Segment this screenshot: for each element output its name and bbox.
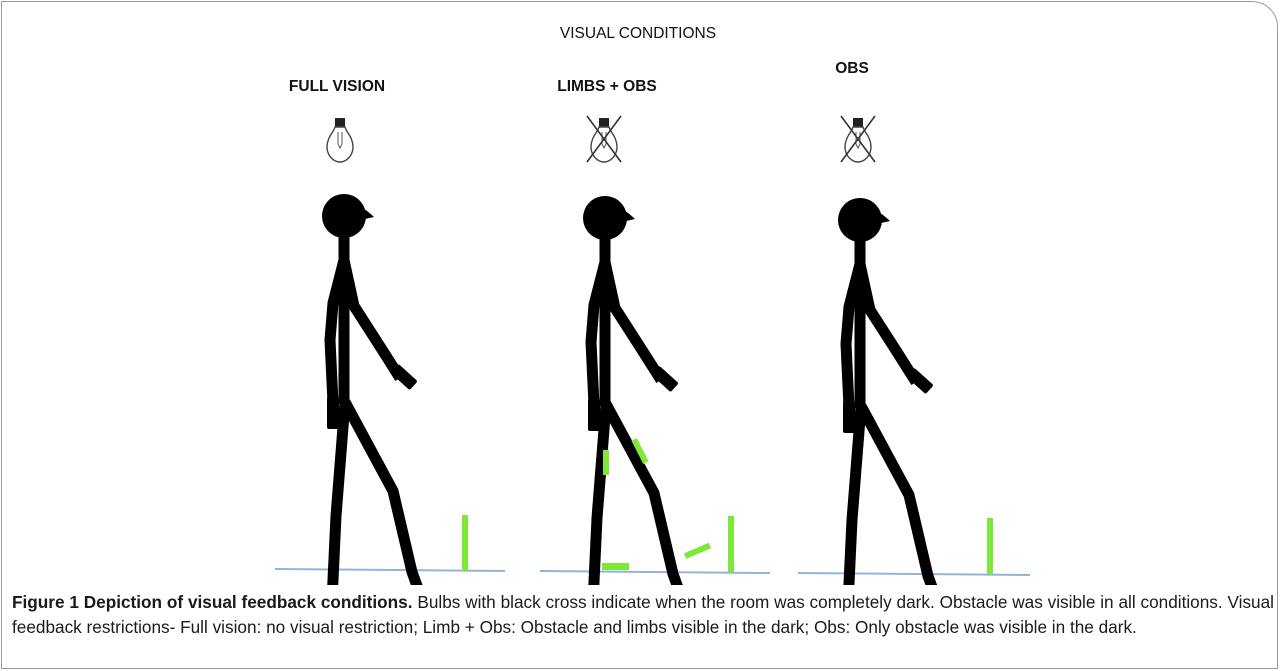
crossed-bulb-icon — [840, 115, 876, 163]
obstacle-obs — [987, 518, 993, 574]
crossed-bulb-icon — [586, 115, 622, 163]
ground-line — [539, 570, 771, 574]
figure-header: VISUAL CONDITIONS — [560, 25, 716, 42]
condition-label-full-vision: FULL VISION — [289, 78, 385, 95]
condition-label-limbs-obs: LIMBS + OBS — [557, 78, 656, 95]
stick-figure-limbs-obs — [583, 196, 724, 585]
caption-text: Bulbs with black cross indicate when the… — [12, 592, 1274, 637]
light-bulb-icon — [326, 117, 354, 163]
stick-figure-obs — [838, 198, 979, 585]
figure-caption: Figure 1 Depiction of visual feedback co… — [12, 590, 1274, 640]
figure-diagram: VISUAL CONDITIONS FULL VISION LIMBS + OB… — [274, 25, 1031, 585]
stick-figure-full-vision — [322, 194, 463, 585]
caption-label: Figure 1 Depiction of visual feedback co… — [12, 592, 413, 612]
obstacle-full-vision — [462, 515, 468, 571]
condition-label-obs: OBS — [835, 60, 869, 77]
ground-line — [797, 572, 1031, 576]
ground-line — [274, 568, 506, 572]
obstacle-limbs-obs — [728, 516, 734, 572]
limb-markers — [602, 438, 712, 570]
